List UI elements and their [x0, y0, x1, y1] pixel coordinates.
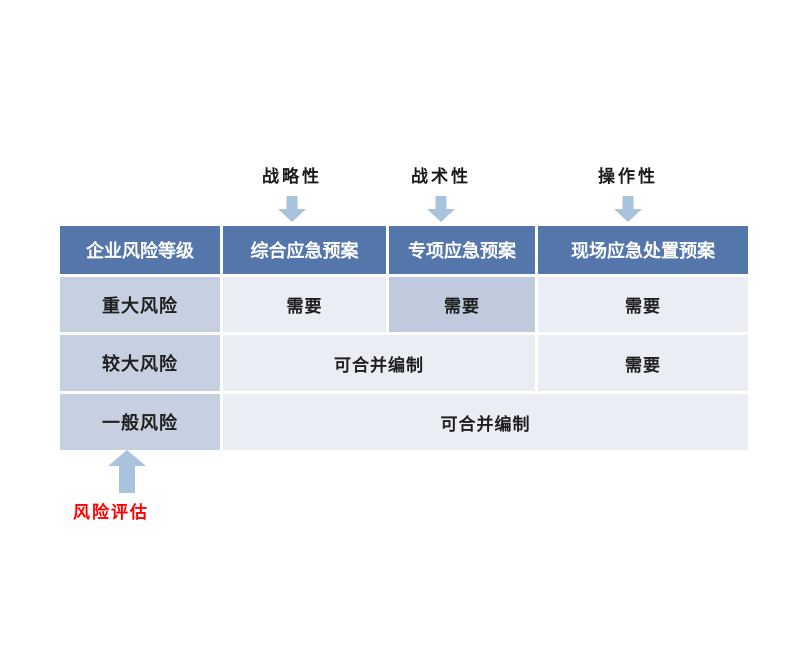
cell-major-onsite: 需要	[538, 277, 748, 332]
row-label-relatively-major-risk: 较大风险	[60, 335, 220, 391]
header-cell-risk-level: 企业风险等级	[60, 226, 220, 274]
top-annotation-strategic: 战略性	[262, 162, 322, 222]
header-cell-comprehensive-plan: 综合应急预案	[223, 226, 386, 274]
risk-plan-table: 企业风险等级 综合应急预案 专项应急预案 现场应急处置预案 重大风险 需要 需要…	[60, 226, 748, 450]
header-cell-onsite-plan: 现场应急处置预案	[538, 226, 748, 274]
down-arrow-icon	[427, 196, 455, 222]
cell-relmajor-merged: 可合并编制	[223, 335, 535, 391]
top-annotation-operational: 操作性	[598, 162, 658, 222]
row-label-major-risk: 重大风险	[60, 277, 220, 332]
cell-major-comprehensive: 需要	[223, 277, 386, 332]
operational-label: 操作性	[598, 167, 658, 187]
up-arrow-icon	[108, 450, 146, 493]
down-arrow-icon	[278, 196, 306, 222]
header-cell-special-plan: 专项应急预案	[389, 226, 535, 274]
tactical-label: 战术性	[411, 167, 471, 187]
risk-assessment-label: 风险评估	[73, 503, 149, 523]
cell-general-merged: 可合并编制	[223, 394, 748, 450]
strategic-label: 战略性	[262, 167, 322, 187]
cell-major-special: 需要	[389, 277, 535, 332]
top-annotation-tactical: 战术性	[411, 162, 471, 222]
row-label-general-risk: 一般风险	[60, 394, 220, 450]
cell-relmajor-onsite: 需要	[538, 335, 748, 391]
down-arrow-icon	[614, 196, 642, 222]
